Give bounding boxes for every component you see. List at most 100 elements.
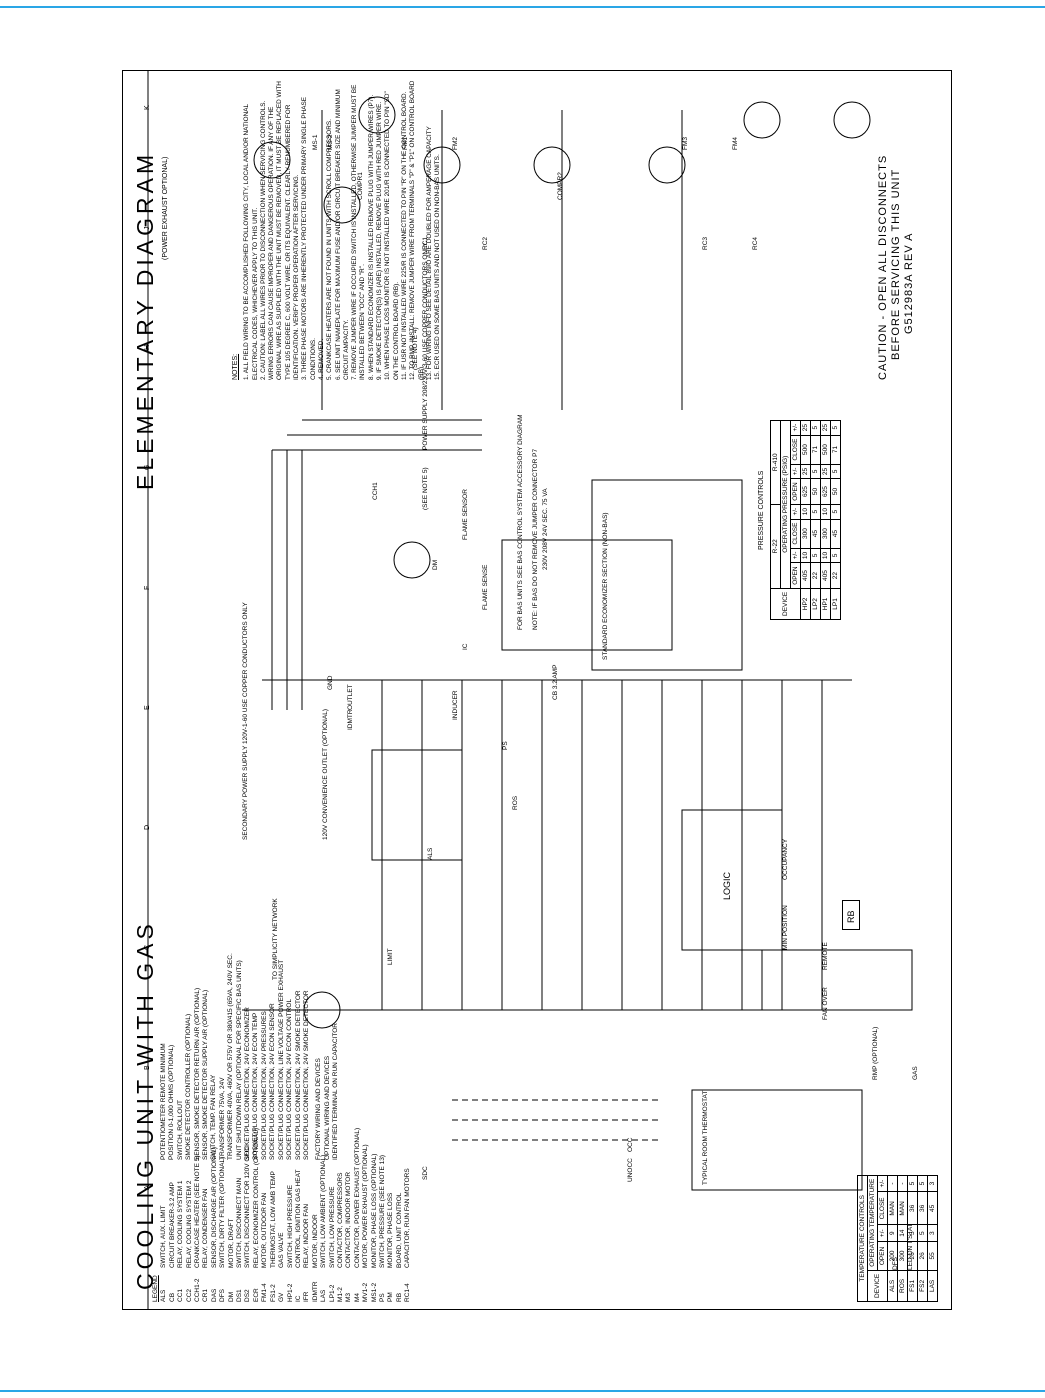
- label-ps: PS: [502, 741, 509, 750]
- table-cell: 36: [907, 1191, 918, 1225]
- column-marker: B: [144, 1065, 151, 1070]
- label-min-position: MIN POSITION: [782, 905, 789, 950]
- legend-item: PMMONITOR, PHASE LOSS: [387, 1128, 395, 1302]
- legend-code: DS1: [236, 1289, 244, 1302]
- table-cell: 25: [820, 464, 831, 479]
- note-item: 7. REMOVE JUMPER WIRE IF OCCUPIED SWITCH…: [351, 84, 367, 380]
- legend-symbol-optional: OPTIONAL WIRING AND DEVICES: [323, 1055, 331, 1160]
- column-marker: G: [144, 464, 151, 470]
- label-ic: IC: [462, 643, 469, 651]
- table-cell: 3: [927, 1224, 938, 1242]
- table-cell: FS2: [917, 1270, 928, 1302]
- caution-block: CAUTION - OPEN ALL DISCONNECTS BEFORE SE…: [877, 155, 916, 380]
- legend-description: SWITCH, DIRTY FILTER (OPTIONAL): [219, 1156, 227, 1268]
- legend-code: CCH1-2: [194, 1278, 202, 1302]
- legend-item: SOCKET/PLUG CONNECTION, 24V ECONOMIZER: [244, 1007, 252, 1160]
- table-header: OPEN: [790, 562, 801, 589]
- part-number: G512983A REV A: [903, 232, 915, 334]
- table-header: CLOSE: [877, 1191, 888, 1225]
- table-cell: 50: [810, 478, 821, 505]
- caution-line-2: BEFORE SERVICING THIS UNIT: [890, 168, 902, 360]
- table-cell: 300: [820, 519, 831, 549]
- note-item: 13. FOR WIRING INFO SEE DETAIL 89/O ARE …: [425, 126, 433, 380]
- table-cell: 5: [917, 1175, 928, 1192]
- table-cell: 71: [810, 435, 821, 465]
- label-remote: REMOTE: [822, 942, 829, 970]
- legend-code: LAS: [320, 1289, 328, 1302]
- table-header: +/-: [790, 420, 801, 436]
- legend-description: SWITCH, LOW PRESSURE: [328, 1186, 336, 1268]
- table-cell: 55: [927, 1241, 938, 1271]
- legend-code: DFS: [219, 1289, 227, 1302]
- label-transformer: 230V 208V 24V SEC. 75 VA: [542, 488, 549, 570]
- table-cell: 405: [800, 562, 811, 589]
- note-item: 9. IF SMOKE DETECTOR(S) IS (ARE) INSTALL…: [376, 101, 384, 380]
- diagram-subtitle: (POWER EXHAUST OPTIONAL): [162, 156, 169, 260]
- label-rmp: RMP (OPTIONAL): [872, 1026, 879, 1080]
- note-item: 1. ALL FIELD WIRING TO BE ACCOMPLISHED F…: [243, 104, 259, 380]
- legend-item: POTENTIOMETER REMOTE MINIMUM: [160, 1043, 167, 1160]
- legend-code: M4: [353, 1292, 361, 1302]
- table-subheader: OPERATING PRESSURE (PSIG): [780, 420, 791, 589]
- table-cell: LP1: [830, 588, 841, 620]
- legend-description: CAPACITOR, RUN FAN MOTORS: [404, 1168, 412, 1268]
- legend-code: LP1-2: [328, 1284, 336, 1302]
- table-cell: 45: [810, 519, 821, 549]
- table-header: +/-: [790, 548, 801, 563]
- label-flame-sense: FLAME SENSE: [482, 564, 489, 610]
- table-cell: 10: [820, 548, 831, 563]
- label-ros: ROS: [512, 795, 519, 810]
- label-bas-note: NOTE: IF BAS DO NOT REMOVE JUMPER CONNEC…: [532, 448, 539, 630]
- legend-description: SWITCH, PRESSURE (SEE NOTE 13): [378, 1154, 386, 1268]
- legend-description: SWITCH, HIGH PRESSURE: [286, 1184, 294, 1268]
- legend-description: SENSOR, DISCHARGE AIR (OPTIONAL): [210, 1147, 218, 1268]
- column-marker: F: [144, 585, 151, 590]
- legend-item: SENSOR, SMOKE DETECTOR SUPPLY AIR (OPTIO…: [202, 989, 210, 1160]
- table-cell: 200: [887, 1241, 898, 1271]
- pressure-controls-title: PRESSURE CONTROLS: [758, 470, 765, 550]
- table-header: +/-: [877, 1224, 888, 1242]
- legend-description: RELAY, INDOOR FAN: [303, 1203, 311, 1268]
- table-cell: 3: [927, 1175, 938, 1192]
- table-cell: HP2: [800, 588, 811, 620]
- legend-code: IDMTR: [311, 1281, 319, 1302]
- table-cell: 5: [830, 548, 841, 563]
- label-unocc: UNOCC: [627, 1158, 634, 1182]
- legend-code: GV: [278, 1292, 286, 1302]
- label-circuit-breaker: CB 3.2 AMP: [552, 664, 559, 700]
- legend-code: CR1: [202, 1288, 210, 1302]
- column-marker: E: [144, 705, 151, 710]
- motor-label: FM4: [732, 137, 739, 150]
- motor-label: FM3: [682, 137, 689, 150]
- table-cell: -: [887, 1175, 898, 1192]
- table-cell: 45: [830, 519, 841, 549]
- label-occupancy: OCCUPANCY: [782, 838, 789, 880]
- legend-description: CONTACTOR, INDOOR MOTOR: [345, 1171, 353, 1268]
- table-header: OPEN: [790, 478, 801, 505]
- elementary-diagram: COOLING UNIT WITH GAS ELEMENTARY DIAGRAM…: [122, 70, 952, 1310]
- top-rule: [0, 6, 1045, 8]
- table-cell: 5: [810, 464, 821, 479]
- label-inducer: INDUCER: [452, 690, 459, 720]
- column-marker: J: [144, 226, 151, 231]
- diagram-title-right: ELEMENTARY DIAGRAM: [132, 150, 158, 490]
- label-fan-over: FAN OVER: [822, 987, 829, 1020]
- legend-code: PM: [387, 1292, 395, 1302]
- legend-description: SWITCH, AUX. LIMIT: [160, 1205, 168, 1268]
- table-cell: 25: [800, 420, 811, 436]
- note-item: 11. IF USR NOT INSTALLED WIRE 225/R IS C…: [400, 91, 408, 380]
- motor-label: FM2: [452, 137, 459, 150]
- legend-description: RELAY, COOLING SYSTEM 2: [185, 1180, 193, 1268]
- label-see-note-5: (SEE NOTE 5): [422, 467, 429, 510]
- motor-label: IDMTR: [347, 709, 354, 730]
- legend-description: SWITCH, DISCONNECT MAIN: [236, 1177, 244, 1268]
- label-occ: OCC: [627, 1137, 634, 1152]
- table-cell: 25: [800, 464, 811, 479]
- legend-item: UNIT SHUTDOWN RELAY (OPTIONAL FOR SPECIF…: [235, 960, 243, 1160]
- table-header: OPEN: [877, 1241, 888, 1271]
- notes-list: 1. ALL FIELD WIRING TO BE ACCOMPLISHED F…: [243, 80, 442, 380]
- table-cell: 625: [820, 478, 831, 505]
